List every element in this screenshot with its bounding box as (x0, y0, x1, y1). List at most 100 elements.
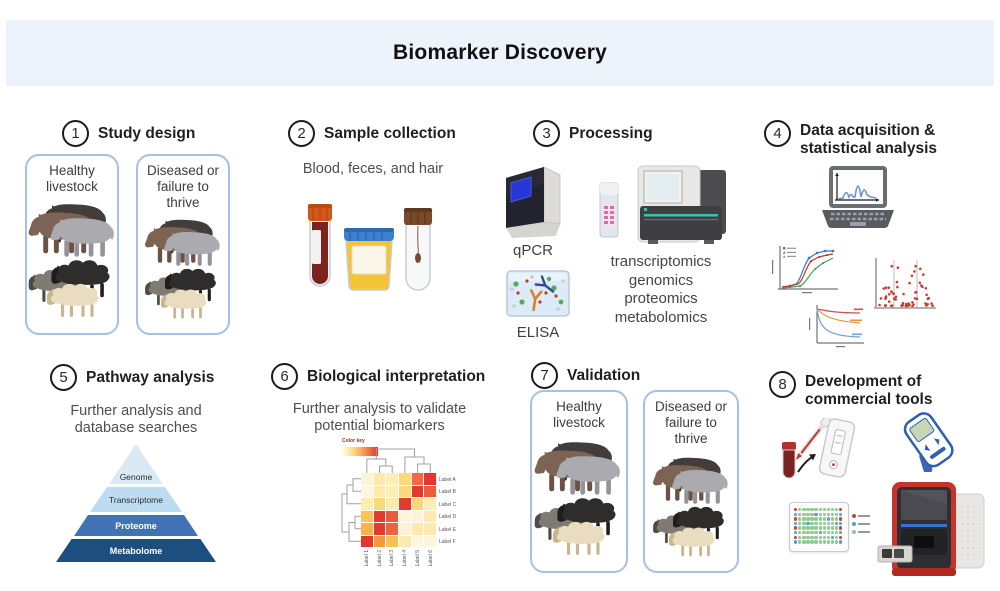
heatmap-col-label: Label 2 (376, 550, 383, 567)
laptop-chromatogram-icon (822, 166, 894, 228)
step-8-number: 8 (769, 371, 796, 398)
well (814, 512, 818, 516)
step-7-title: Validation (567, 367, 641, 384)
livestock-illustration (138, 217, 228, 329)
heatmap-cell (399, 473, 411, 485)
well (818, 530, 822, 535)
pyramid-label-proteome: Proteome (115, 521, 157, 531)
well (822, 521, 827, 526)
heatmap-cell (373, 535, 386, 547)
well (822, 535, 827, 539)
qpcr-machine-icon (506, 166, 561, 238)
well (822, 540, 827, 544)
well (794, 508, 798, 512)
heatmap-cell (361, 498, 373, 510)
well (806, 521, 810, 526)
well (839, 521, 843, 526)
well (839, 512, 843, 516)
heatmap-cell (386, 523, 399, 535)
step-1-number: 1 (62, 120, 89, 147)
step-5-number: 5 (50, 364, 77, 391)
well (818, 508, 822, 512)
well (826, 512, 831, 516)
heatmap-cell (373, 498, 386, 510)
heatmap-cell (399, 523, 411, 535)
heatmap-cell (424, 473, 437, 485)
well (798, 517, 802, 521)
well (834, 530, 839, 535)
qpcr-label: qPCR (512, 242, 553, 259)
well (794, 526, 798, 530)
rapid-test-icon (782, 418, 856, 479)
heatmap-cell (373, 510, 386, 522)
well-plate-icon (789, 502, 849, 552)
heatmap-cell (386, 535, 399, 547)
heatmap-cell (411, 498, 424, 510)
well (794, 512, 798, 516)
step-5-title: Pathway analysis (86, 369, 215, 386)
well (810, 517, 814, 521)
well (822, 508, 827, 512)
well (814, 508, 818, 512)
heatmap-cell (399, 535, 411, 547)
heatmap-grid (361, 473, 437, 547)
heatmap-cell (386, 498, 399, 510)
well (834, 535, 839, 539)
well (806, 517, 810, 521)
well (834, 508, 839, 512)
pyramid-label-genome: Genome (120, 472, 153, 482)
step-1-title: Study design (98, 125, 196, 142)
well (802, 530, 806, 535)
well (806, 526, 810, 530)
well (822, 530, 827, 535)
well (818, 526, 822, 530)
well (830, 517, 835, 521)
well (810, 521, 814, 526)
heatmap-cell (386, 510, 399, 522)
heatmap-cell (411, 473, 424, 485)
well (814, 521, 818, 526)
well (834, 526, 839, 530)
livestock-illustration (532, 439, 624, 567)
well (834, 512, 839, 516)
step-3-title: Processing (569, 125, 653, 142)
heatmap-cell (386, 473, 399, 485)
well (826, 535, 831, 539)
legend-item (852, 520, 882, 528)
well (806, 512, 810, 516)
step-2-subtitle: Blood, feces, and hair (302, 161, 444, 177)
heatmap-cell (411, 510, 424, 522)
heatmap-row-label: Label C (439, 501, 457, 508)
well (794, 540, 798, 544)
heatmap-color-key-label: Color key (342, 438, 365, 444)
sample-icons (308, 204, 432, 291)
well (802, 535, 806, 539)
well (834, 540, 839, 544)
well (794, 530, 798, 535)
heatmap-col-label: Label 4 (402, 550, 409, 567)
well (810, 512, 814, 516)
heatmap-row-label: Label B (439, 489, 456, 495)
well (826, 517, 831, 521)
well (839, 526, 843, 530)
heatmap-cell (361, 510, 373, 522)
well (818, 540, 822, 544)
well (822, 526, 827, 530)
step-6-title: Biological interpretation (307, 368, 486, 385)
step-2-title: Sample collection (324, 125, 456, 142)
well (814, 540, 818, 544)
heatmap-row-label: Label A (439, 476, 456, 483)
benchtop-analyzer-icon (877, 482, 985, 576)
title-banner: Biomarker Discovery (6, 20, 994, 86)
well (826, 508, 831, 512)
heatmap-cell (361, 523, 373, 535)
heatmap-color-key-gradient (342, 447, 378, 456)
well (802, 521, 806, 526)
